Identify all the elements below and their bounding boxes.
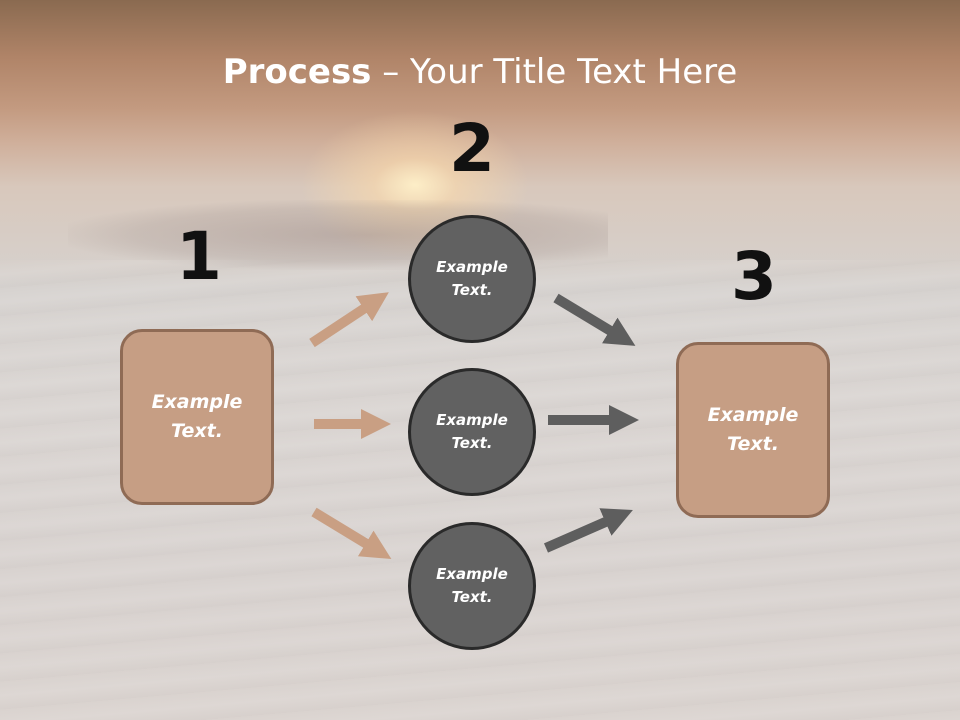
step-1-box-text: Example Text.: [151, 391, 243, 442]
slide-title: Process – Your Title Text Here: [0, 52, 960, 92]
title-bold: Process: [222, 52, 372, 92]
step-3-box[interactable]: Example Text.: [676, 342, 830, 518]
step-3-box-text: Example Text.: [707, 404, 799, 455]
circle-top-text: Example Text.: [436, 258, 508, 299]
circle-bottom-text: Example Text.: [436, 565, 508, 606]
arrow-circle-bottom-to-box3: [543, 508, 633, 553]
step-2-circle-top[interactable]: Example Text.: [408, 215, 536, 343]
arrow-box1-to-circle-top: [309, 292, 389, 348]
step-number-3: 3: [731, 238, 777, 315]
step-2-circle-middle[interactable]: Example Text.: [408, 368, 536, 496]
arrow-box1-to-circle-bottom: [311, 507, 392, 559]
step-number-1: 1: [176, 218, 222, 295]
step-number-2: 2: [449, 110, 495, 187]
step-1-box[interactable]: Example Text.: [120, 329, 274, 505]
circle-middle-text: Example Text.: [436, 411, 508, 452]
arrow-circle-top-to-box3: [553, 293, 636, 346]
step-2-circle-bottom[interactable]: Example Text.: [408, 522, 536, 650]
title-rest: – Your Title Text Here: [371, 52, 738, 92]
